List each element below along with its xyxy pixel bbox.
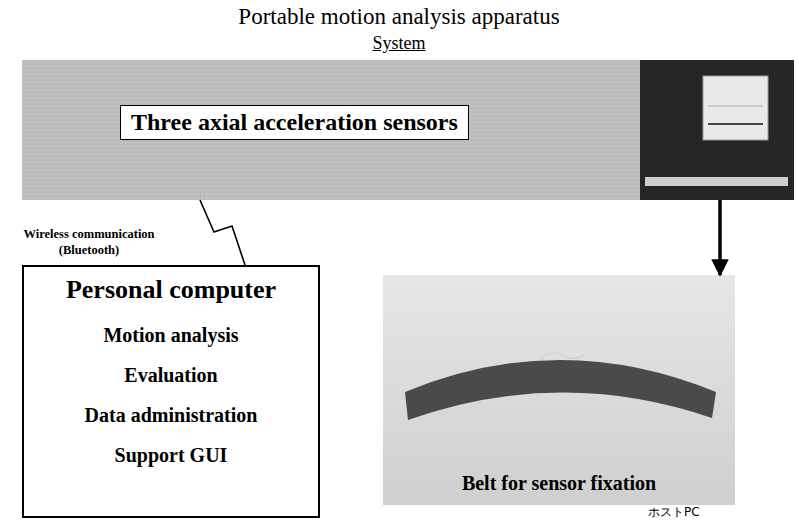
- ruler: [645, 177, 788, 186]
- sensor-band: [22, 60, 642, 200]
- sensor-band: Three axial acceleration sensors: [22, 60, 794, 200]
- node-item: Motion analysis: [103, 320, 238, 350]
- belt-wire: [540, 353, 585, 360]
- node-item: Evaluation: [124, 360, 217, 390]
- wireless-link: [200, 200, 245, 265]
- node-heading: Personal computer: [66, 275, 276, 305]
- node-item: Support GUI: [115, 440, 228, 470]
- sensor-detail: [708, 106, 763, 107]
- caption-note: ホストPC: [648, 504, 700, 521]
- sensor-photo: [703, 76, 768, 140]
- section-heading: System: [372, 33, 425, 54]
- belt-shape: [405, 360, 716, 420]
- node-heading: Belt for sensor fixation: [462, 472, 656, 495]
- diagram-title: Portable motion analysis apparatus: [238, 4, 559, 30]
- node-heading: Three axial acceleration sensors: [120, 105, 469, 140]
- photo-box: Belt for sensor fixation: [383, 275, 735, 505]
- node-item: Data administration: [85, 400, 258, 430]
- arrow-connector: [718, 200, 722, 275]
- photo-panel: [640, 60, 794, 200]
- edge-label: Wireless communication (Bluetooth): [16, 226, 162, 259]
- belt-photo: [383, 275, 735, 505]
- sensor-detail: [708, 123, 763, 125]
- process-box: Personal computerMotion analysisEvaluati…: [22, 265, 320, 518]
